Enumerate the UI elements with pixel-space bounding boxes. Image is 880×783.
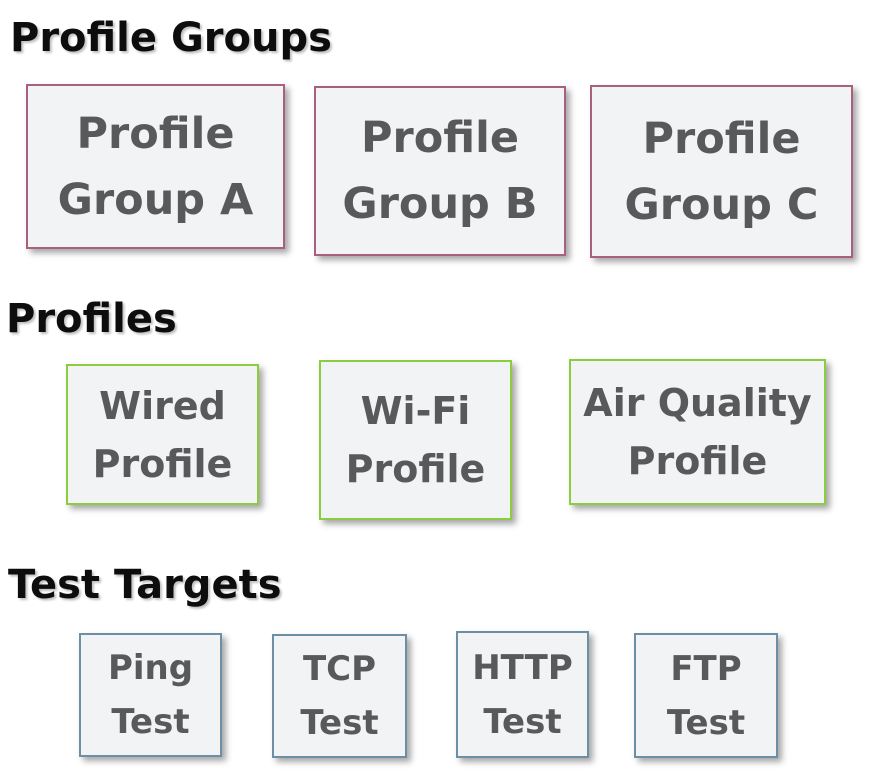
box-label-line2: Group C (624, 179, 819, 230)
box-label-line1: Profile (642, 113, 801, 164)
box-label-line1: TCP (302, 649, 377, 689)
profiles-title: Profiles (6, 296, 177, 342)
ftp-test-box: FTP Test (634, 633, 778, 758)
box-label-line1: FTP (670, 648, 742, 689)
http-test-box: HTTP Test (456, 631, 589, 758)
box-label-line2: Test (483, 701, 562, 742)
profile-groups-title: Profile Groups (10, 15, 332, 61)
box-label-line1: Profile (76, 108, 235, 159)
box-label-line2: Group A (57, 174, 254, 225)
box-label-line2: Profile (345, 447, 486, 491)
ping-test-box: Ping Test (79, 633, 222, 757)
box-label-line2: Test (666, 702, 746, 743)
air-quality-profile-box: Air Quality Profile (569, 359, 826, 505)
test-targets-title: Test Targets (8, 562, 282, 608)
tcp-test-box: TCP Test (272, 634, 407, 758)
box-label-line2: Test (300, 703, 379, 743)
box-label-line1: Air Quality (583, 381, 812, 425)
box-label-line1: Profile (360, 113, 520, 163)
profile-group-b-box: Profile Group B (314, 86, 566, 256)
box-label-line1: Wired (99, 383, 226, 428)
profile-group-a-box: Profile Group A (26, 84, 285, 249)
box-label-line2: Profile (627, 439, 768, 483)
profile-group-c-box: Profile Group C (590, 85, 853, 258)
box-label-line2: Test (111, 702, 190, 742)
box-label-line1: Ping (107, 648, 194, 688)
wired-profile-box: Wired Profile (66, 364, 259, 505)
box-label-line2: Group B (342, 179, 538, 229)
wifi-profile-box: Wi-Fi Profile (319, 360, 512, 520)
box-label-line1: HTTP (472, 647, 573, 688)
box-label-line2: Profile (92, 441, 233, 486)
box-label-line1: Wi-Fi (360, 389, 471, 433)
